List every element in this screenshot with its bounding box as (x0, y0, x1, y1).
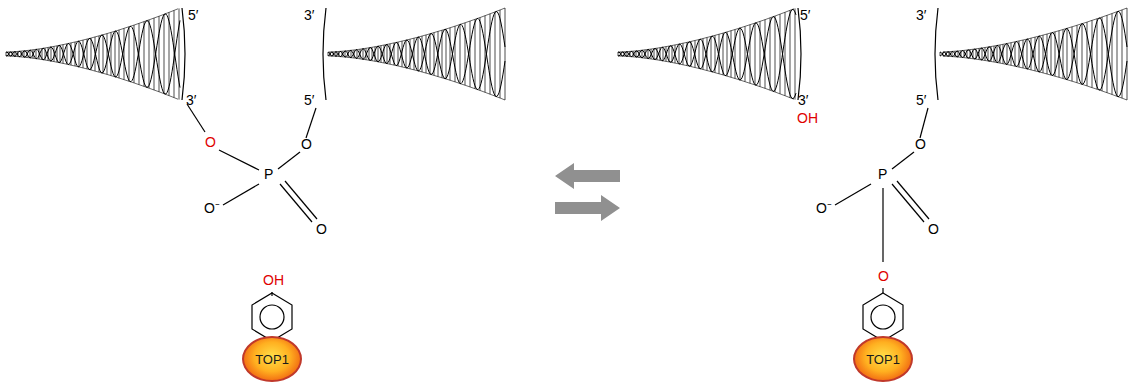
strand-end-label: 3′ (798, 92, 808, 108)
strand-end-label: 3′ (916, 7, 926, 23)
atom-label: O (878, 268, 889, 284)
atom-label: O (205, 134, 216, 150)
helix-envelope (943, 8, 1127, 100)
atom-label: O⁻ (816, 200, 832, 216)
dna-helices (6, 8, 1127, 100)
enzyme-circle: TOP1 (853, 336, 913, 382)
helix-rungs (328, 8, 505, 100)
atom-label: OH (263, 272, 284, 288)
enzyme-name: TOP1 (866, 352, 900, 367)
helix-rungs (940, 8, 1127, 100)
atom-label: O (915, 136, 926, 152)
atom-label: OH (797, 110, 818, 126)
equilibrium-arrows (555, 163, 620, 221)
helix-rungs (6, 8, 179, 99)
helix-envelope (618, 9, 794, 99)
strand-end-label: 5′ (916, 92, 926, 108)
helix-rungs (618, 8, 795, 99)
strand-end-label: 5′ (800, 7, 810, 23)
enzyme-name: TOP1 (255, 352, 289, 367)
tyrosine-rings (252, 288, 903, 341)
strand-end-label: 3′ (186, 92, 196, 108)
strand-end-label: 5′ (188, 7, 198, 23)
helix-envelope (329, 8, 505, 100)
atom-label: O (928, 221, 939, 237)
helix-strand (328, 12, 505, 90)
atom-label: O (301, 136, 312, 152)
atom-label: O⁻ (204, 200, 220, 216)
helix-strand (328, 19, 505, 97)
atom-label: O (316, 221, 327, 237)
strand-end-label: 3′ (304, 7, 314, 23)
strand-end-brackets (182, 8, 938, 100)
atom-label: P (264, 166, 273, 182)
helix-envelope (6, 9, 178, 99)
helix-strand (940, 11, 1127, 90)
strand-end-label: 5′ (304, 92, 314, 108)
atom-label: P (878, 166, 887, 182)
enzyme-circle: TOP1 (242, 336, 302, 382)
chemical-bonds (187, 104, 929, 296)
